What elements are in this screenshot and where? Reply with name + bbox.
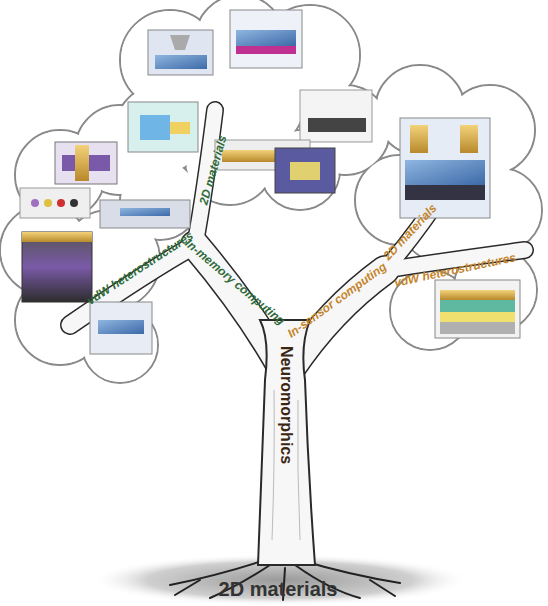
root-label: 2D materials	[219, 579, 338, 599]
device-inset	[128, 10, 372, 193]
tree-trunk	[258, 320, 315, 565]
trunk-label: Neuromorphics	[278, 346, 294, 464]
